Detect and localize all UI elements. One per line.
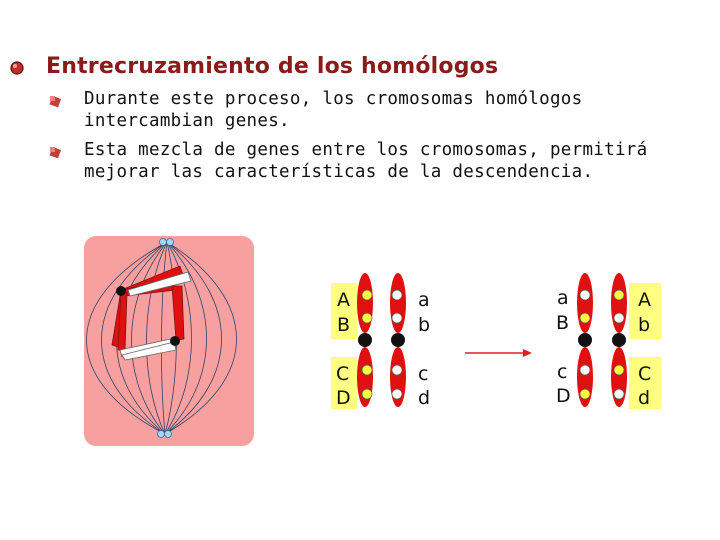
gene-label: A <box>337 289 350 311</box>
gene-label: d <box>638 387 650 409</box>
bullet-2-line-2: mejorar las características de la descen… <box>84 162 594 182</box>
gene-label: b <box>638 314 650 336</box>
arrow-icon <box>465 349 532 357</box>
gene-label: d <box>418 387 430 409</box>
gene-label: C <box>336 363 349 385</box>
gene-label: C <box>638 363 651 385</box>
slide-title: Entrecruzamiento de los homólogos <box>46 54 499 79</box>
bullet-1-line-2: intercambian genes. <box>84 111 290 131</box>
gene-label: a <box>557 287 569 309</box>
bullet-1-line-1: Durante este proceso, los cromosomas hom… <box>84 89 583 109</box>
chromosome-1-after: a B c D <box>556 273 593 407</box>
sub-bullet-icon <box>49 146 62 159</box>
gene-label: c <box>557 361 567 383</box>
chromosome-pair-after: a B c D A b C d <box>556 273 661 409</box>
bullet-text-1: Durante este proceso, los cromosomas hom… <box>84 88 684 132</box>
chromosome-2-before: a b c d <box>390 273 430 409</box>
gene-label: A <box>638 289 651 311</box>
bullet-2-line-1: Esta mezcla de genes entre los cromosoma… <box>84 140 648 160</box>
title-bullet-icon <box>10 61 24 75</box>
sub-bullet-icon <box>49 95 62 108</box>
gene-label: B <box>337 314 350 336</box>
meiosis-cell-image <box>84 236 254 446</box>
bullet-text-2: Esta mezcla de genes entre los cromosoma… <box>84 139 704 183</box>
chromosome-1-before: A B C D <box>331 273 373 409</box>
gene-label: D <box>336 387 351 409</box>
gene-label: c <box>418 363 428 385</box>
gene-label: B <box>556 312 569 334</box>
chromosome-2-after: A b C d <box>611 273 661 409</box>
gene-label: D <box>556 385 571 407</box>
gene-label: b <box>418 314 430 336</box>
gene-label: a <box>418 289 430 311</box>
chromosome-pair-before: A B C D a b c d <box>331 273 430 409</box>
